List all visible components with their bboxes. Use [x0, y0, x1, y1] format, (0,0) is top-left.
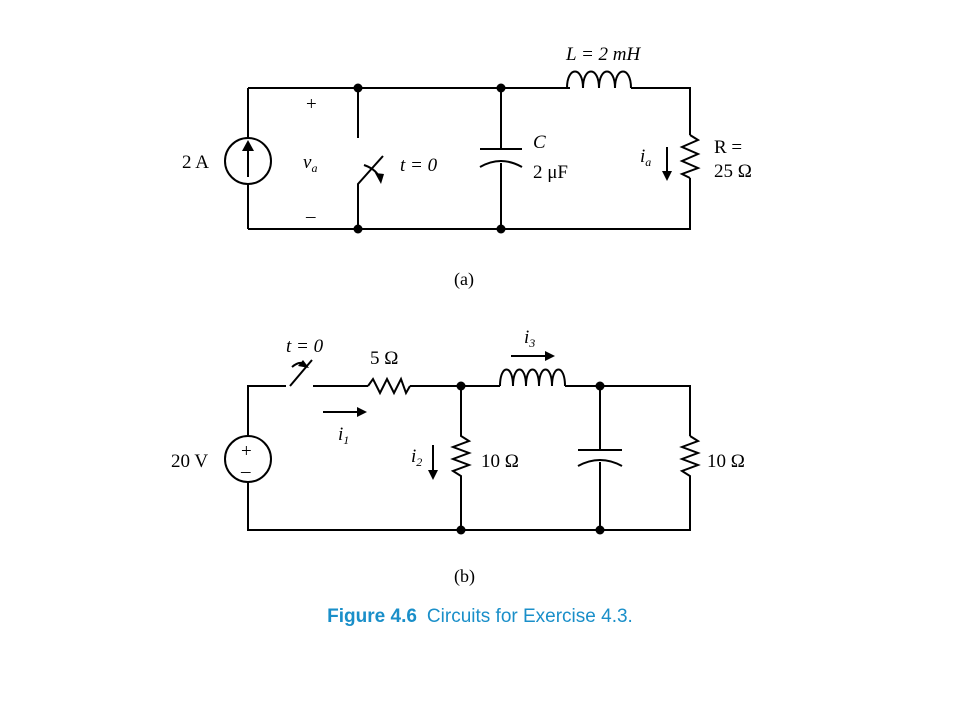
caption-text: Circuits for Exercise 4.3. — [426, 606, 633, 627]
capacitor-a — [479, 88, 523, 229]
circuit-b: + – 20 V t = 0 5 Ω i1 10 Ω i2 — [171, 327, 745, 587]
voltage-source-b — [224, 435, 272, 483]
switch-a — [357, 88, 384, 229]
current-label-i3: i3 — [524, 327, 535, 350]
voltage-plus-a: + — [306, 94, 317, 115]
inductor-b — [499, 368, 566, 387]
inductor-label-a: L = 2 mH — [565, 44, 642, 65]
circuit-a: 2 A + – va t = 0 C 2 μF L = 2 mH — [182, 44, 752, 290]
resistor-a — [679, 134, 701, 179]
node-dot — [353, 224, 363, 234]
wire-bottom-b — [247, 478, 691, 531]
current-arrow-i2 — [428, 445, 438, 480]
current-arrow-ia — [662, 147, 672, 181]
resistor2-label-b: 10 Ω — [481, 451, 519, 472]
capacitor-name-a: C — [533, 132, 546, 153]
switch-label-b: t = 0 — [286, 336, 324, 357]
node-dot — [595, 525, 605, 535]
current-label-i1: i1 — [338, 424, 349, 447]
current-arrow-i3 — [511, 351, 555, 361]
source-plus-b: + — [241, 441, 252, 462]
source-label-b: 20 V — [171, 451, 208, 472]
resistor-5ohm-b — [367, 376, 411, 396]
voltage-minus-a: – — [305, 206, 316, 227]
capacitor-value-a: 2 μF — [533, 162, 568, 183]
voltage-label-a: va — [303, 152, 317, 175]
resistor-label1-a: R = — [714, 137, 742, 158]
resistor-10ohm-mid-b — [450, 386, 472, 530]
current-source-a — [224, 137, 272, 185]
current-label-i2: i2 — [411, 446, 422, 469]
resistor1-label-b: 5 Ω — [370, 348, 398, 369]
switch-b — [289, 359, 313, 387]
node-dot — [353, 83, 363, 93]
wire-bottom-a — [248, 178, 691, 230]
wire-top-right-a — [633, 87, 691, 135]
node-dot — [456, 381, 466, 391]
node-dot — [496, 224, 506, 234]
resistor-10ohm-right-b — [679, 435, 701, 478]
current-label-a: ia — [640, 146, 651, 169]
panel-label-b: (b) — [454, 566, 475, 587]
node-dot — [595, 381, 605, 391]
inductor-a — [566, 70, 633, 89]
figure-number: Figure 4.6 — [327, 606, 417, 627]
source-label-a: 2 A — [182, 152, 209, 173]
wire-l-to-right-b — [565, 385, 691, 436]
switch-label-a: t = 0 — [400, 155, 438, 176]
source-minus-b: – — [240, 461, 251, 482]
resistor-label2-a: 25 Ω — [714, 161, 752, 182]
resistor3-label-b: 10 Ω — [707, 451, 745, 472]
figure-caption: Figure 4.6 Circuits for Exercise 4.3. — [0, 606, 960, 628]
node-dot — [496, 83, 506, 93]
capacitor-b — [577, 386, 623, 530]
node-dot — [456, 525, 466, 535]
wire-left-b — [247, 385, 286, 436]
panel-label-a: (a) — [454, 269, 474, 290]
current-arrow-i1 — [323, 407, 367, 417]
